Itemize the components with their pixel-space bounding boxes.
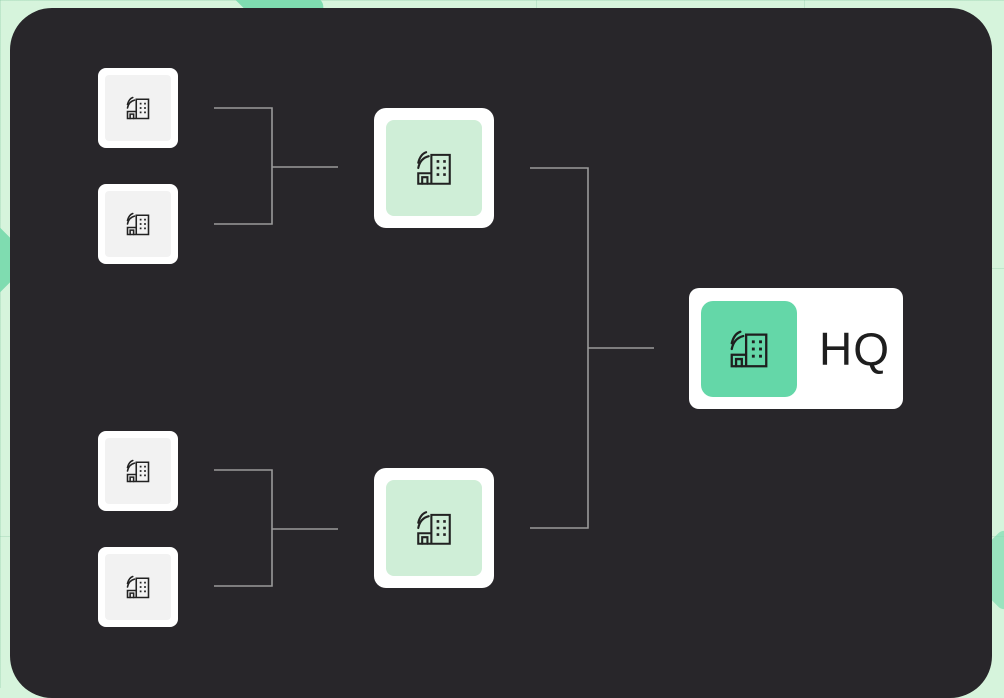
branch-node[interactable]: [98, 431, 178, 511]
building-icon: [730, 330, 768, 367]
branch-node[interactable]: [98, 184, 178, 264]
node-body: [105, 191, 171, 257]
node-body: [105, 438, 171, 504]
building-icon: [417, 511, 451, 545]
node-body: [386, 480, 482, 576]
building-icon: [126, 575, 150, 599]
regional-node[interactable]: [374, 468, 494, 588]
hq-node[interactable]: HQ: [689, 288, 903, 409]
branch-node[interactable]: [98, 547, 178, 627]
building-icon: [417, 151, 451, 185]
hq-label: HQ: [819, 322, 890, 375]
building-icon: [126, 459, 150, 483]
node-body: [105, 75, 171, 141]
hq-icon-tile: [701, 300, 797, 397]
node-body: [386, 120, 482, 216]
building-icon: [126, 96, 150, 120]
branch-node[interactable]: [98, 68, 178, 148]
regional-node[interactable]: [374, 108, 494, 228]
building-icon: [126, 212, 150, 236]
node-body: [105, 554, 171, 620]
